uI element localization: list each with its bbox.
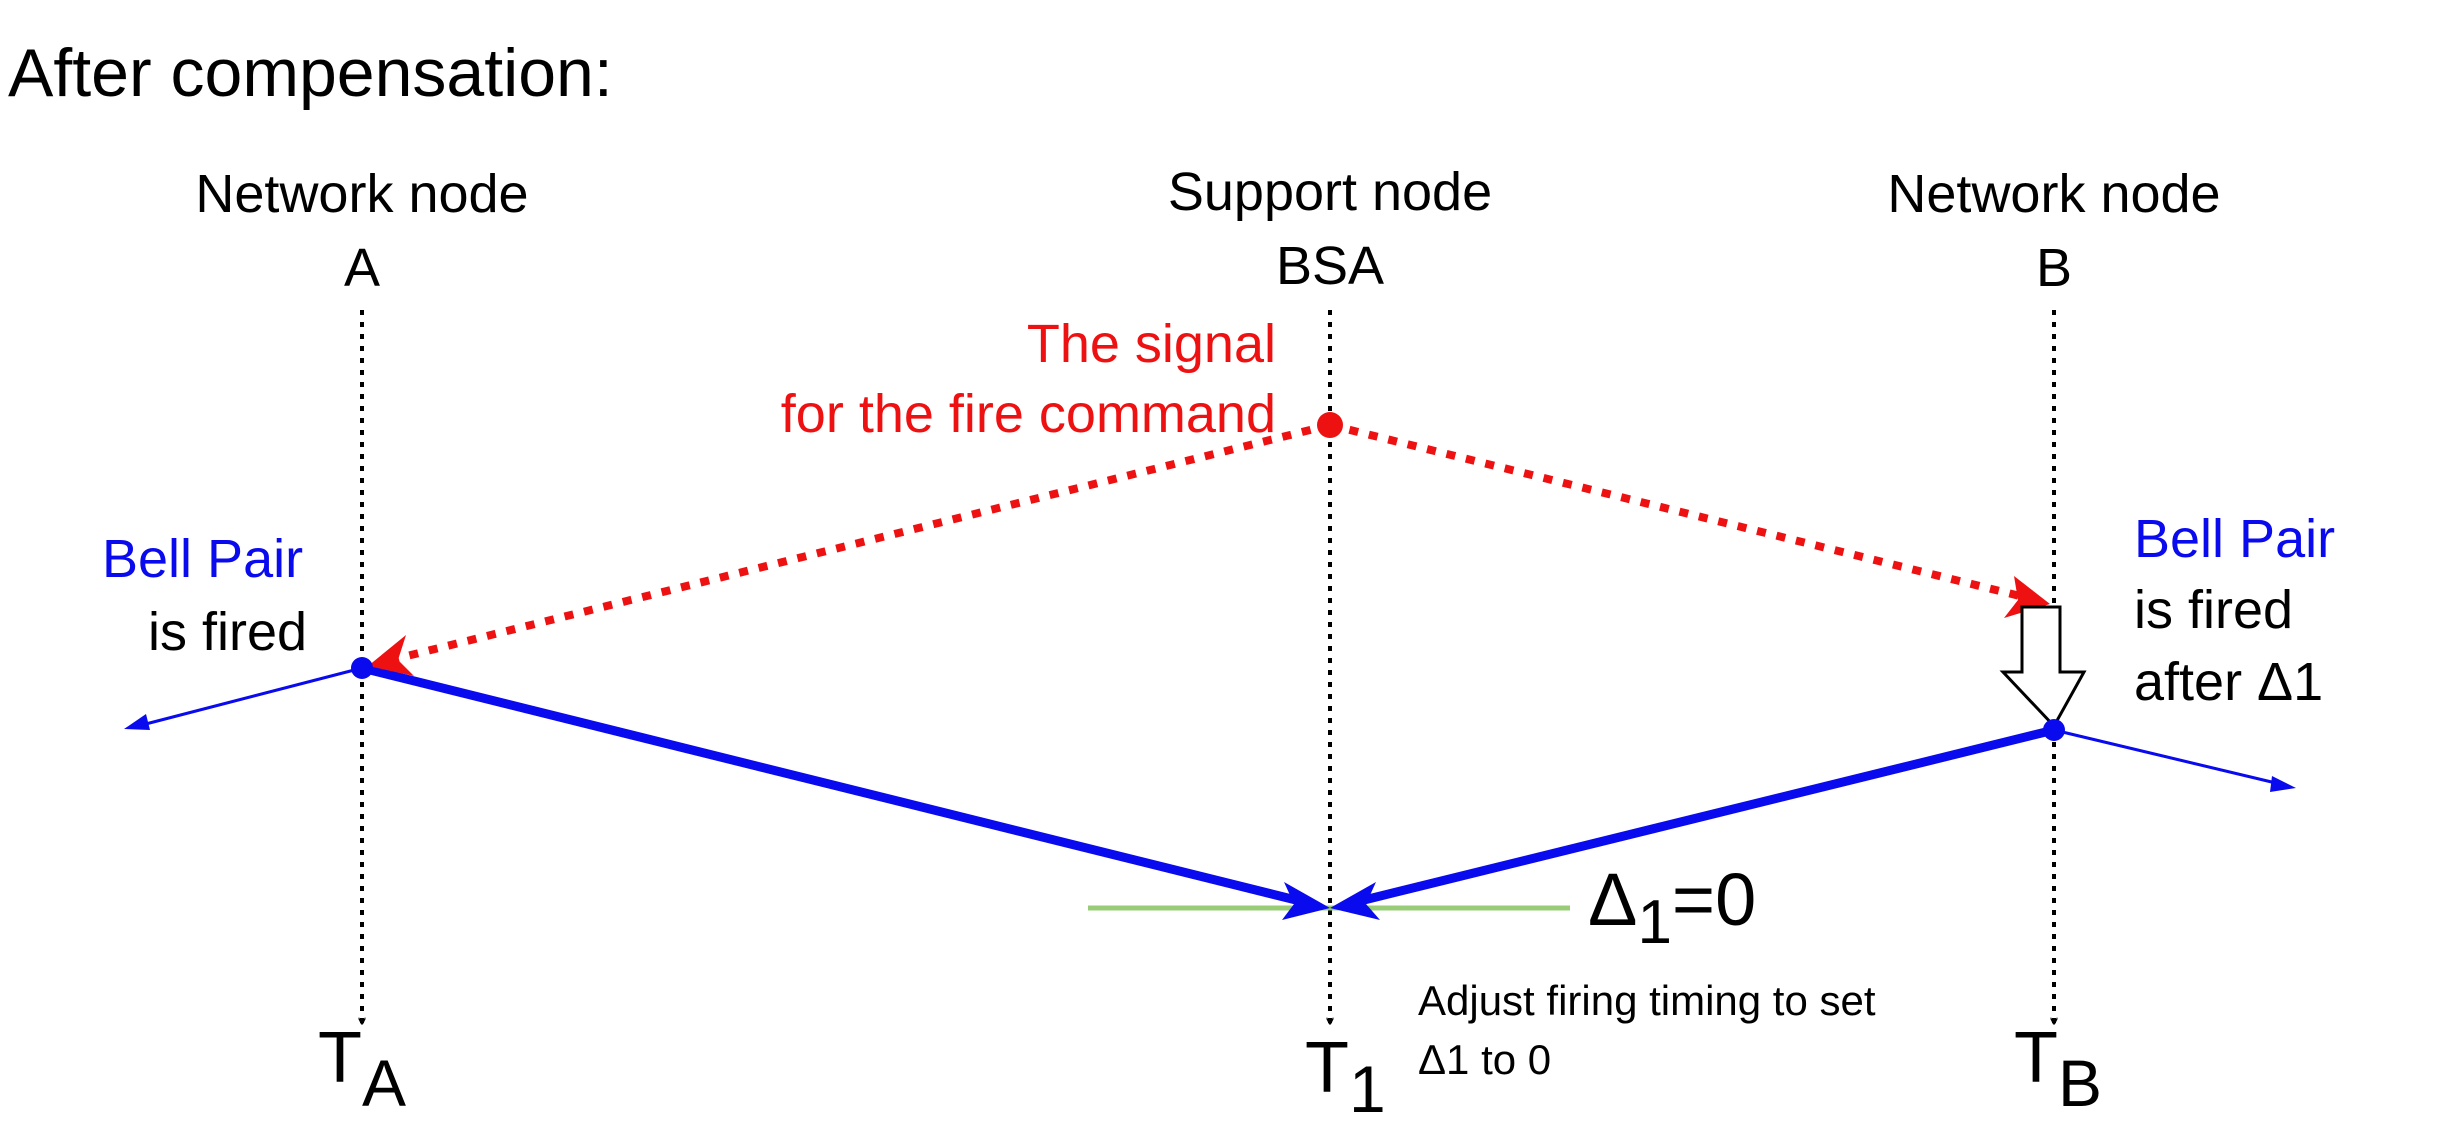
time-label-b-sub: B — [2058, 1046, 2102, 1120]
right-after-delta-label: after Δ1 — [2134, 652, 2323, 712]
right-fired-label: is fired — [2134, 580, 2293, 640]
delta-label: Δ1=0 — [1588, 858, 1756, 957]
bell-pair-fire-point-b — [2043, 719, 2065, 741]
fire-command-dot — [1317, 412, 1343, 438]
note-line-2: Δ1 to 0 — [1418, 1036, 1551, 1083]
time-label-1: T1 — [1305, 1028, 1386, 1125]
fire-signal-to-a-arrowhead — [368, 635, 414, 676]
delta-subscript: 1 — [1637, 888, 1671, 957]
time-label-a: TA — [318, 1018, 406, 1120]
photon-left-outgoing-head — [124, 714, 150, 730]
node-b-type-label: Network node — [1887, 164, 2220, 224]
svg-text:T1: T1 — [1305, 1028, 1386, 1125]
fire-signal-to-a — [394, 421, 1331, 663]
delta-symbol: Δ — [1588, 858, 1637, 941]
photon-path-a-to-bsa — [360, 663, 1310, 908]
svg-text:TB: TB — [2014, 1018, 2102, 1120]
node-bsa-name: BSA — [1276, 236, 1384, 296]
bell-pair-fire-point-a — [351, 657, 373, 679]
photon-path-b-arrowhead — [1330, 882, 1380, 920]
time-label-b: TB — [2014, 1018, 2102, 1120]
photon-right-outgoing-head — [2270, 776, 2296, 792]
node-a-name: A — [344, 238, 380, 298]
time-label-1-main: T — [1305, 1028, 1349, 1108]
time-label-b-main: T — [2014, 1018, 2058, 1098]
svg-text:TA: TA — [318, 1018, 406, 1120]
signal-label-line-2: for the fire command — [781, 384, 1276, 444]
delay-arrow — [1999, 605, 2087, 729]
delta-value: =0 — [1672, 858, 1756, 941]
photon-path-b-to-bsa — [1350, 725, 2056, 908]
time-label-a-main: T — [318, 1018, 362, 1098]
node-a-type-label: Network node — [195, 164, 528, 224]
time-label-1-sub: 1 — [1349, 1052, 1386, 1125]
right-bell-pair-label: Bell Pair — [2134, 509, 2335, 569]
note-line-1: Adjust firing timing to set — [1418, 977, 1876, 1024]
node-bsa-type-label: Support node — [1168, 162, 1492, 222]
fire-signal-to-b — [1329, 421, 2025, 601]
photon-path-a-arrowhead — [1282, 882, 1330, 920]
photon-left-outgoing — [137, 666, 363, 728]
diagram-title: After compensation: — [8, 35, 613, 111]
left-bell-pair-label: Bell Pair — [102, 529, 303, 589]
photon-right-outgoing — [2053, 728, 2281, 786]
time-label-a-sub: A — [362, 1046, 406, 1120]
node-b-name: B — [2036, 238, 2072, 298]
signal-label-line-1: The signal — [1027, 314, 1276, 374]
left-fired-label: is fired — [148, 602, 307, 662]
